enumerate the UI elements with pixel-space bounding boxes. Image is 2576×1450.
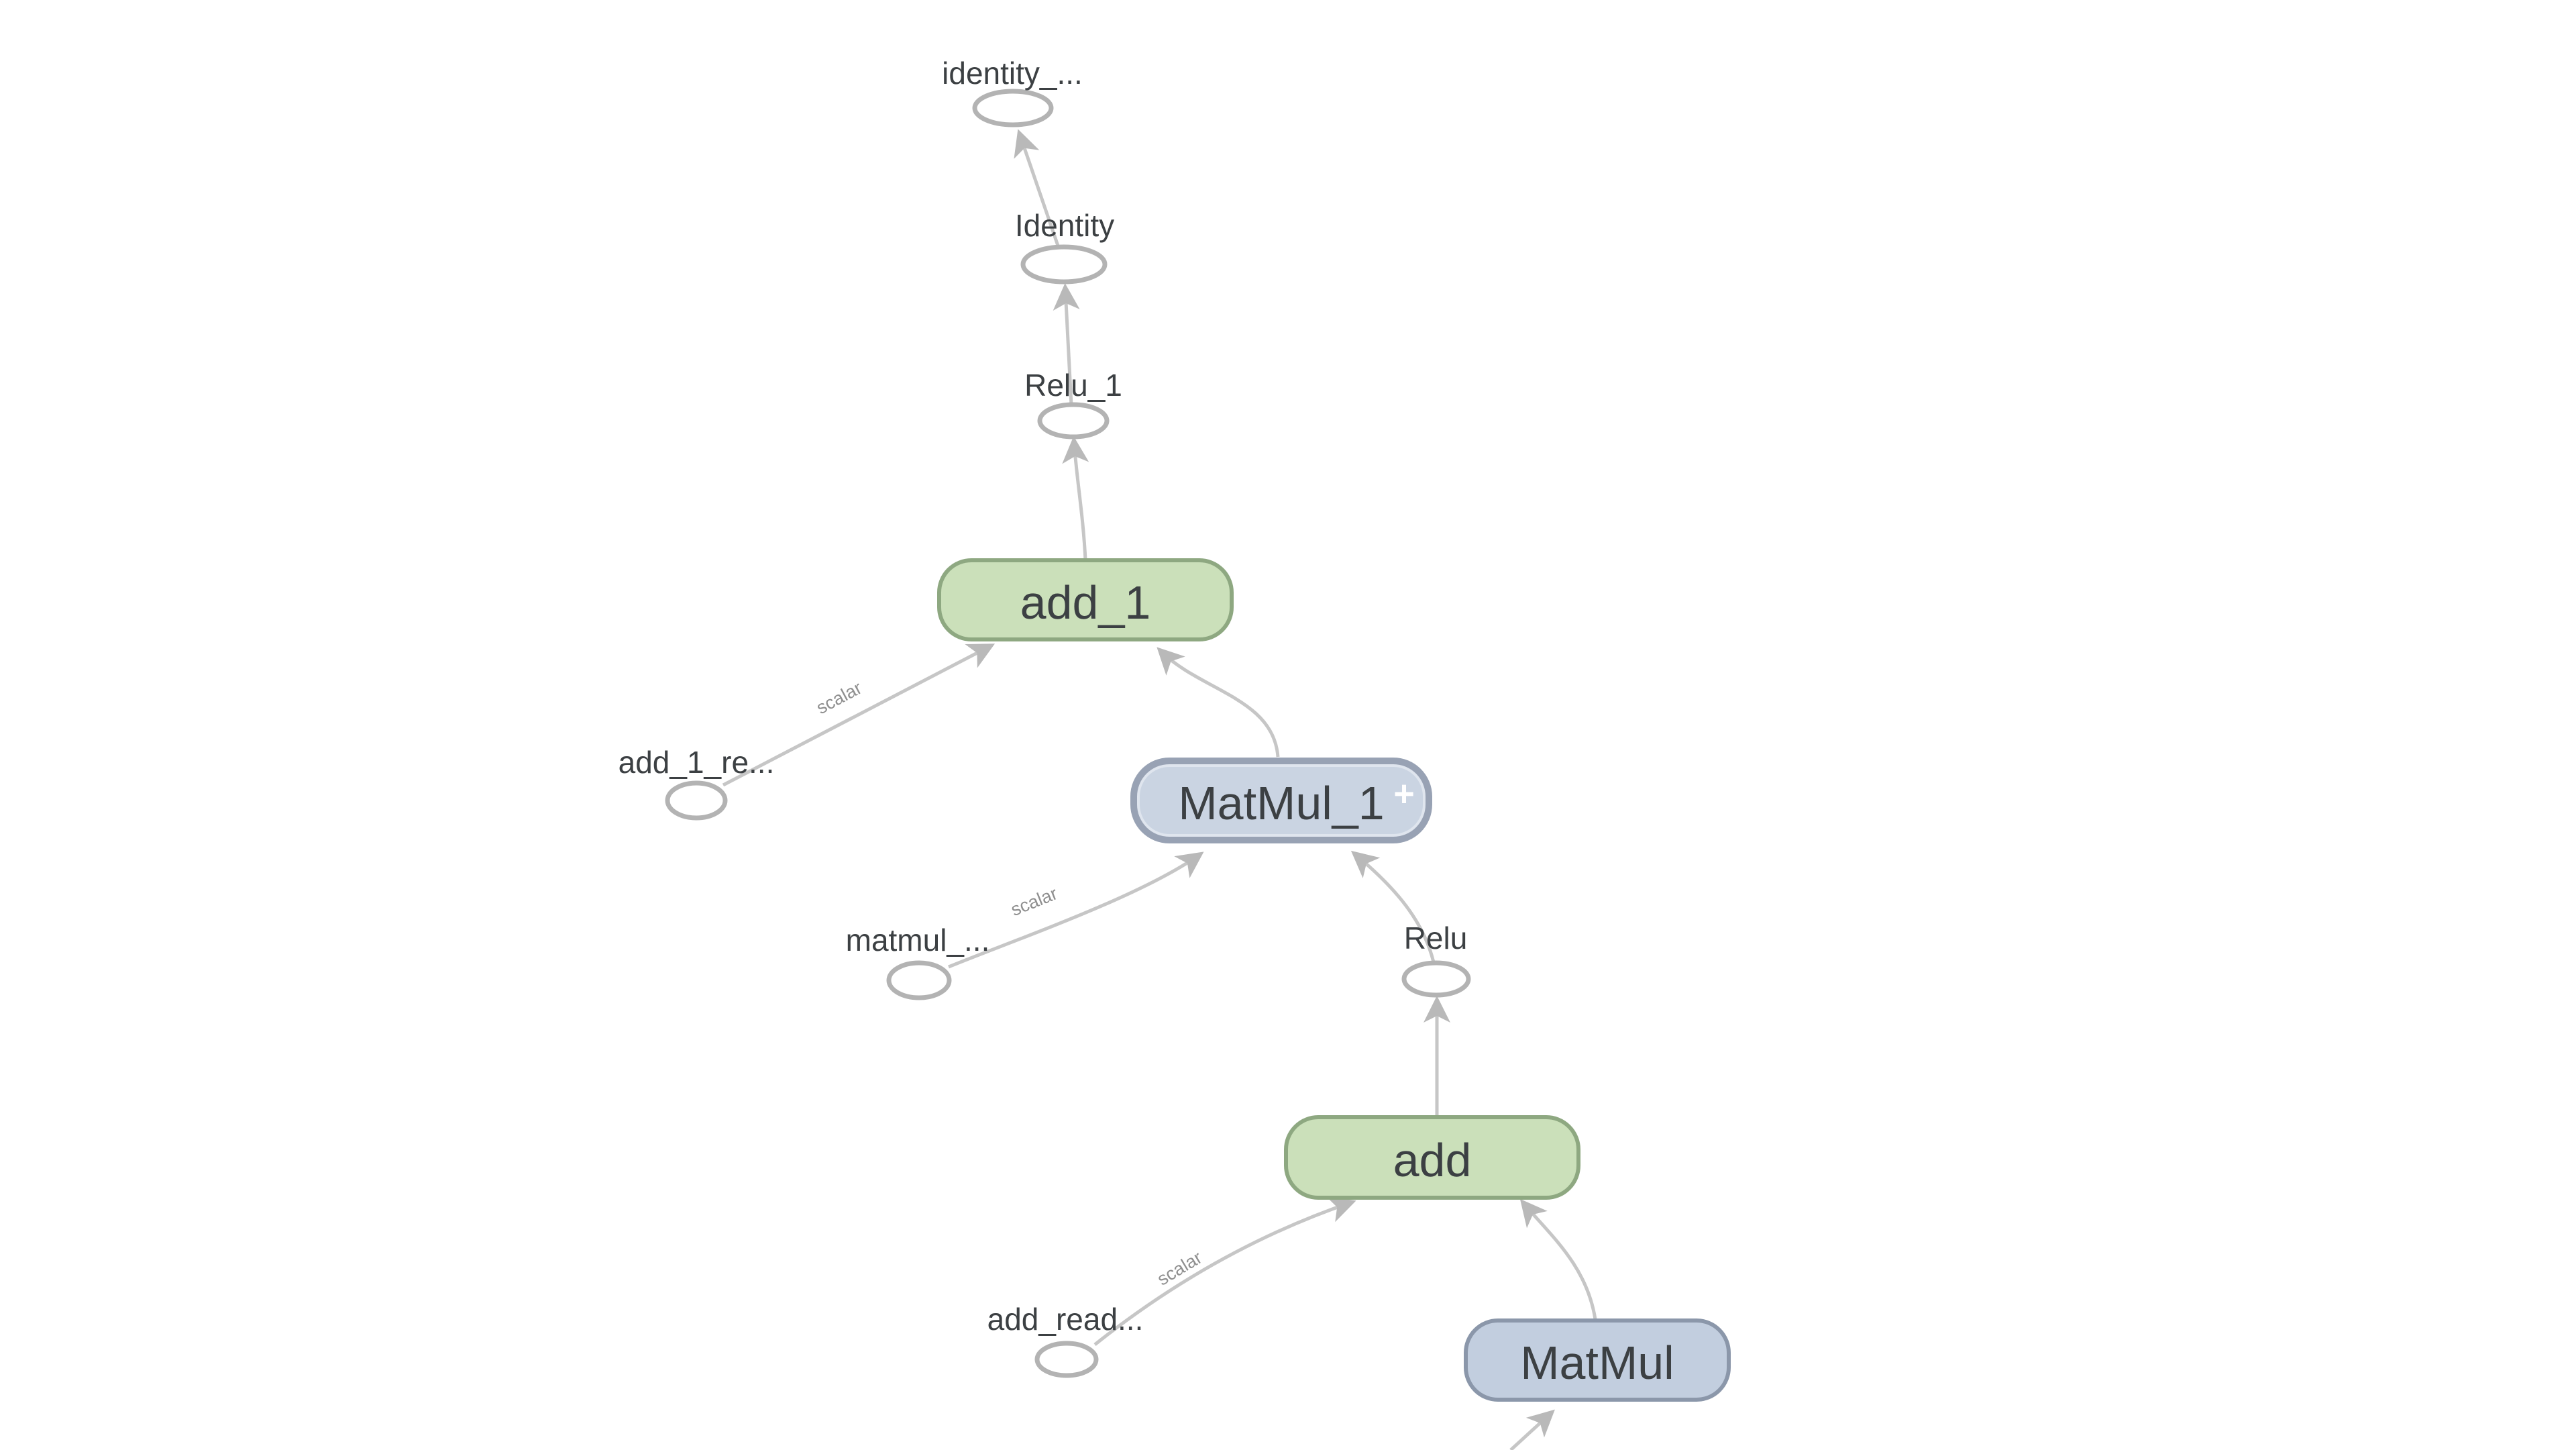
const-node-add_read[interactable]: add_read... [987, 1302, 1144, 1378]
edge-add_1_read-to-add_1 [722, 643, 996, 787]
const-node-label-identity_out: identity_... [942, 56, 1083, 91]
op-node-body[interactable] [1464, 1318, 1731, 1402]
edge-MatMul-to-add [1519, 1198, 1597, 1320]
const-node-label-matmul_read: matmul_... [846, 923, 990, 957]
const-node-label-Identity: Identity [1015, 208, 1114, 243]
const-node-add_1_read[interactable]: add_1_re... [619, 745, 775, 821]
edge-add_1-to-Relu_1 [1062, 436, 1089, 561]
const-ellipse-Identity[interactable] [1020, 244, 1108, 284]
op-node-label-add_1: add_1 [1020, 576, 1151, 629]
edge-matmul_read-to-MatMul_1 [948, 851, 1204, 969]
edge-Identity-to-identity_out [1014, 129, 1061, 248]
const-ellipse-Relu[interactable] [1401, 960, 1471, 998]
edge-offscreen-to-MatMul [1509, 1409, 1555, 1450]
edge-MatMul_1-to-add_1 [1157, 647, 1280, 758]
const-node-label-Relu_1: Relu_1 [1024, 368, 1122, 403]
op-node-body[interactable] [1137, 764, 1426, 837]
const-ellipse-add_1_read[interactable] [665, 780, 728, 821]
op-node-label-MatMul_1: MatMul_1 [1178, 777, 1384, 829]
const-node-matmul_read[interactable]: matmul_... [846, 923, 990, 1000]
const-node-Identity[interactable]: Identity [1015, 208, 1114, 284]
const-node-label-Relu: Relu [1404, 921, 1468, 955]
op-node-MatMul_1[interactable]: MatMul_1+ [1130, 758, 1432, 843]
const-node-identity_out[interactable]: identity_... [942, 56, 1083, 127]
op-node-MatMul[interactable]: MatMul [1464, 1318, 1731, 1402]
op-node-label-add: add [1393, 1134, 1472, 1186]
edge-Relu-to-MatMul_1 [1350, 850, 1436, 963]
edge-label-add_1_read-to-add_1: scalar [813, 678, 865, 718]
const-ellipse-matmul_read[interactable] [886, 960, 952, 1000]
edge-label-matmul_read-to-MatMul_1: scalar [1008, 883, 1061, 920]
const-node-Relu[interactable]: Relu [1401, 921, 1471, 998]
const-node-Relu_1[interactable]: Relu_1 [1024, 368, 1122, 439]
op-node-body[interactable] [1284, 1115, 1580, 1200]
op-node-label-MatMul: MatMul [1520, 1337, 1674, 1389]
const-ellipse-add_read[interactable] [1034, 1341, 1099, 1378]
const-ellipse-Relu_1[interactable] [1037, 402, 1110, 439]
const-node-label-add_read: add_read... [987, 1302, 1144, 1337]
edge-add_read-to-add [1093, 1196, 1356, 1346]
const-node-label-add_1_read: add_1_re... [619, 745, 775, 780]
op-node-add_1[interactable]: add_1 [937, 558, 1234, 641]
expand-plus-icon[interactable]: + [1393, 774, 1415, 814]
op-node-body[interactable] [937, 558, 1234, 641]
op-node-add[interactable]: add [1284, 1115, 1580, 1200]
edge-Relu_1-to-Identity [1053, 283, 1080, 406]
const-ellipse-identity_out[interactable] [972, 89, 1054, 127]
